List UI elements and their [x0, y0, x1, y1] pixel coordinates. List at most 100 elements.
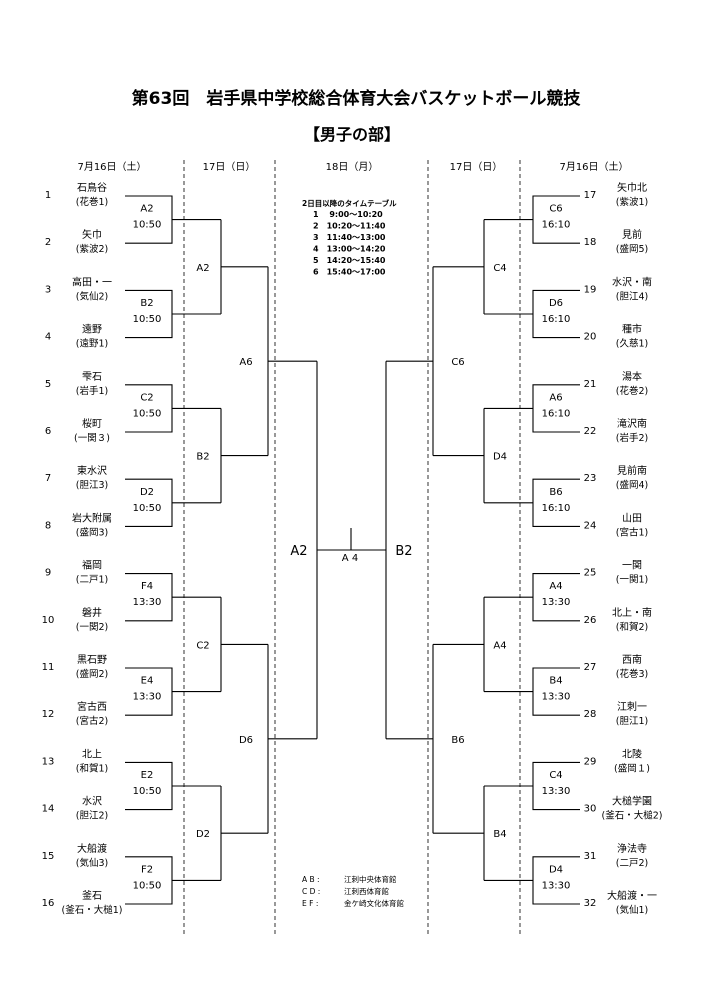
- match-code: D4: [549, 864, 563, 875]
- match-time: 10:50: [133, 503, 162, 514]
- team-name: 黒石野: [77, 654, 107, 666]
- venue-name: 江刺西体育館: [344, 886, 389, 896]
- team-number: 10: [42, 615, 55, 626]
- team-name: 遠野: [82, 323, 102, 336]
- match-time: 13:30: [133, 692, 162, 703]
- match-code: D2: [140, 487, 154, 498]
- timetable-title: 2日目以降のタイムテーブル: [302, 198, 397, 208]
- team-region: (気仙3): [76, 857, 108, 869]
- match-code: B6: [549, 487, 562, 498]
- timetable-row: 5 14:20～15:40: [313, 256, 386, 265]
- timetable-row: 6 15:40～17:00: [313, 268, 386, 277]
- team-name: 見前: [622, 228, 642, 241]
- team-region: (盛岡2): [76, 668, 108, 680]
- team-number: 24: [584, 520, 597, 531]
- timetable-row: 2 10:20～11:40: [313, 222, 386, 231]
- team-name: 大槌学園: [612, 795, 652, 808]
- team-number: 19: [584, 284, 597, 295]
- match-code: D4: [493, 452, 507, 463]
- team-region: (盛岡4): [616, 479, 648, 491]
- final-code: A 4: [342, 553, 358, 564]
- team-name: 石鳥谷: [77, 181, 107, 194]
- team-region: (一関３): [74, 433, 110, 444]
- team-number: 30: [584, 804, 597, 815]
- bracket-lines: [125, 195, 580, 905]
- team-number: 28: [584, 709, 597, 720]
- team-name: 見前南: [617, 464, 647, 477]
- day-header-right-r2: 17日（日）: [450, 161, 503, 173]
- team-region: (二戸1): [76, 575, 108, 586]
- timetable: 1 9:00～10:202 10:20～11:403 11:40～13:004 …: [313, 210, 386, 277]
- team-region: (花巻1): [76, 196, 108, 208]
- match-code: C4: [549, 770, 562, 781]
- match-time: 16:10: [542, 314, 571, 325]
- team-name: 矢巾北: [617, 181, 647, 194]
- team-number: 23: [584, 473, 597, 484]
- team-name: 江刺一: [617, 701, 647, 713]
- match-code: D2: [196, 829, 210, 840]
- match-code: E2: [141, 770, 154, 781]
- match-code: B6: [451, 735, 464, 746]
- match-time: 10:50: [133, 220, 162, 231]
- match-code: A4: [549, 581, 562, 592]
- match-time: 10:50: [133, 314, 162, 325]
- match-code: A2: [140, 204, 153, 215]
- team-number: 1: [45, 190, 51, 201]
- match-code: C6: [549, 204, 562, 215]
- team-region: (胆江4): [616, 291, 648, 302]
- team-number: 16: [42, 898, 55, 909]
- match-code: C4: [493, 263, 506, 274]
- team-number: 2: [45, 237, 51, 248]
- match-code: B4: [493, 829, 506, 840]
- match-code: E4: [141, 676, 154, 687]
- team-number: 29: [584, 756, 597, 767]
- team-number: 26: [584, 615, 597, 626]
- team-name: 北上: [82, 748, 102, 760]
- team-name: 西南: [622, 653, 642, 666]
- match-time: 13:30: [542, 786, 571, 797]
- semifinal-code: A2: [290, 544, 307, 559]
- team-number: 9: [45, 568, 51, 579]
- team-region: (釜石・大槌1): [62, 904, 123, 916]
- match-time: 10:50: [133, 786, 162, 797]
- team-region: (胆江3): [76, 480, 108, 491]
- match-time: 13:30: [133, 597, 162, 608]
- team-number: 7: [45, 473, 51, 484]
- team-name: 北陵: [622, 748, 642, 760]
- match-time: 16:10: [542, 220, 571, 231]
- team-number: 8: [45, 520, 51, 531]
- team-region: (盛岡3): [76, 526, 108, 538]
- venue-name: 江刺中央体育館: [344, 874, 397, 884]
- venue-code: A B :: [302, 875, 320, 884]
- match-time: 10:50: [133, 408, 162, 419]
- match-code: C6: [451, 357, 464, 368]
- day-header-left-r1: 7月16日（土）: [77, 160, 146, 173]
- team-region: (紫波1): [616, 196, 648, 208]
- team-number: 27: [584, 662, 597, 673]
- team-region: (釜石・大槌2): [602, 810, 663, 822]
- team-name: 水沢: [82, 795, 102, 808]
- team-name: 大船渡: [77, 842, 107, 855]
- team-name: 磐井: [82, 606, 102, 619]
- team-region: (胆江1): [616, 716, 648, 727]
- team-number: 21: [584, 379, 597, 390]
- bracket-labels: 1石鳥谷(花巻1)2矢巾(紫波2)3高田・一(気仙2)4遠野(遠野1)5雫石(岩…: [42, 181, 663, 916]
- match-time: 13:30: [542, 880, 571, 891]
- team-name: 滝沢南: [617, 417, 647, 430]
- venue-code: E F :: [302, 899, 318, 908]
- team-region: (花巻3): [616, 668, 648, 680]
- team-name: 宮古西: [77, 700, 107, 713]
- page-subtitle: 【男子の部】: [304, 125, 400, 144]
- page-title: 第63回 岩手県中学校総合体育大会バスケットボール競技: [132, 88, 582, 109]
- team-number: 6: [45, 426, 51, 437]
- team-region: (紫波2): [76, 243, 108, 255]
- semifinal-code: B2: [395, 544, 412, 559]
- match-time: 16:10: [542, 503, 571, 514]
- match-code: C2: [140, 392, 153, 403]
- team-number: 18: [584, 237, 597, 248]
- team-name: 福岡: [82, 559, 102, 572]
- team-region: (盛岡5): [616, 243, 648, 255]
